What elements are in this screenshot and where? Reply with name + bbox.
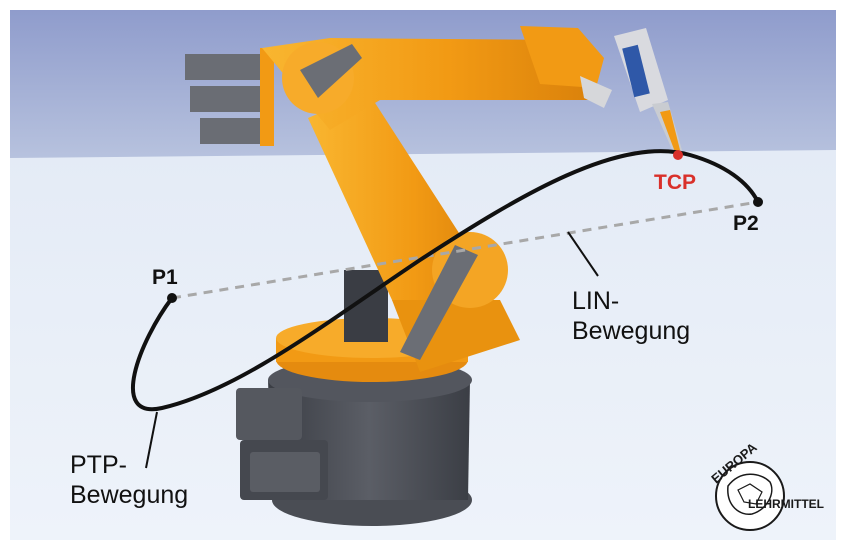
tcp-label: TCP (654, 171, 696, 194)
ptp-label-line1: PTP- (70, 451, 127, 479)
ptp-label-line2: Bewegung (70, 481, 189, 509)
robot-upper-arm (262, 26, 612, 130)
p2-marker (753, 197, 763, 207)
p1-marker (167, 293, 177, 303)
ptp-label: PTP- Bewegung (70, 450, 188, 510)
p1-label: P1 (152, 266, 178, 289)
robot-tool (614, 28, 682, 154)
svg-text:LEHRMITTEL: LEHRMITTEL (748, 497, 824, 511)
lin-leader-line (567, 231, 599, 277)
robot-lower-arm (308, 92, 520, 372)
tcp-marker (673, 150, 683, 160)
lin-label: LIN- Bewegung (572, 286, 690, 346)
robot-counterweights (185, 48, 274, 146)
lin-label-line2: Bewegung (572, 317, 691, 345)
lin-label-line1: LIN- (572, 287, 620, 315)
p2-label: P2 (733, 212, 759, 235)
lin-path-line (171, 200, 759, 300)
robot-base (236, 358, 472, 526)
ptp-path-curve (131, 149, 760, 412)
ptp-leader-line (145, 411, 158, 469)
